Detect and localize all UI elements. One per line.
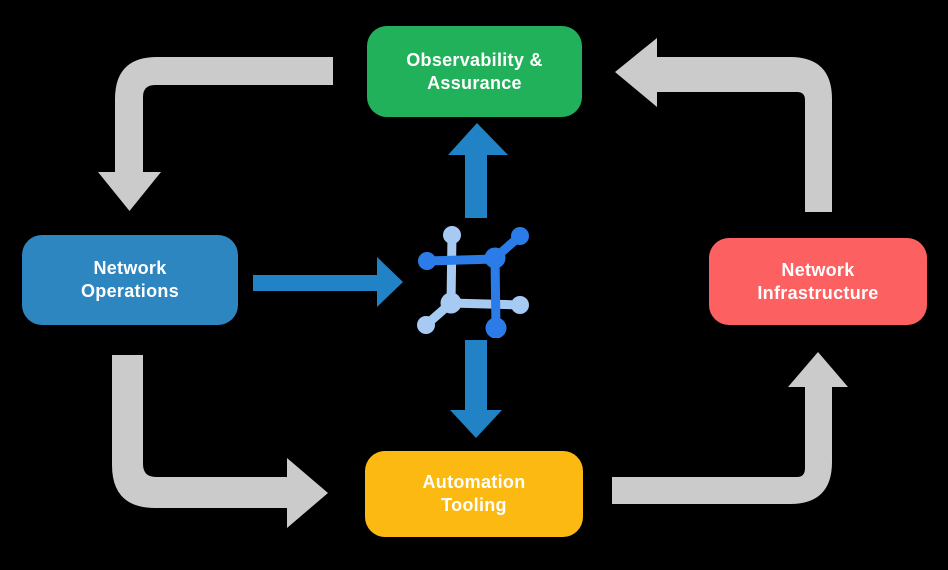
- node-automation-label: Automation Tooling: [423, 471, 526, 517]
- arrow-automation-to-infrastructure: [612, 352, 848, 504]
- node-infrastructure-label-line2: Infrastructure: [757, 282, 879, 303]
- node-network-operations: Network Operations: [22, 235, 238, 325]
- arrow-operations-to-automation: [112, 355, 328, 528]
- network-mesh-icon: [417, 226, 529, 338]
- arrow-operations-to-center: [253, 257, 403, 307]
- node-operations-label-line1: Network: [93, 258, 167, 278]
- node-automation-tooling: Automation Tooling: [365, 451, 583, 537]
- node-infrastructure-label: Network Infrastructure: [757, 259, 878, 305]
- arrow-center-to-observability: [448, 123, 508, 218]
- node-observability-assurance: Observability & Assurance: [367, 26, 582, 117]
- node-operations-label-line2: Operations: [80, 281, 180, 301]
- network-mesh-icon-light-nodes: [417, 226, 529, 334]
- node-observability-label-line2: Assurance: [427, 72, 522, 93]
- node-operations-label: Network Operations: [81, 257, 179, 303]
- arrow-infrastructure-to-observability: [615, 38, 832, 212]
- node-observability-label-line1: Observability &: [406, 49, 543, 70]
- arrow-observability-to-operations: [98, 57, 333, 211]
- node-automation-label-line2: Tooling: [441, 495, 507, 515]
- network-mesh-icon-dark-nodes: [418, 227, 529, 338]
- node-network-infrastructure: Network Infrastructure: [709, 238, 927, 325]
- node-infrastructure-label-line1: Network: [781, 259, 855, 280]
- node-observability-label: Observability & Assurance: [406, 49, 543, 95]
- arrow-center-to-automation: [450, 340, 502, 438]
- node-automation-label-line1: Automation: [422, 472, 526, 492]
